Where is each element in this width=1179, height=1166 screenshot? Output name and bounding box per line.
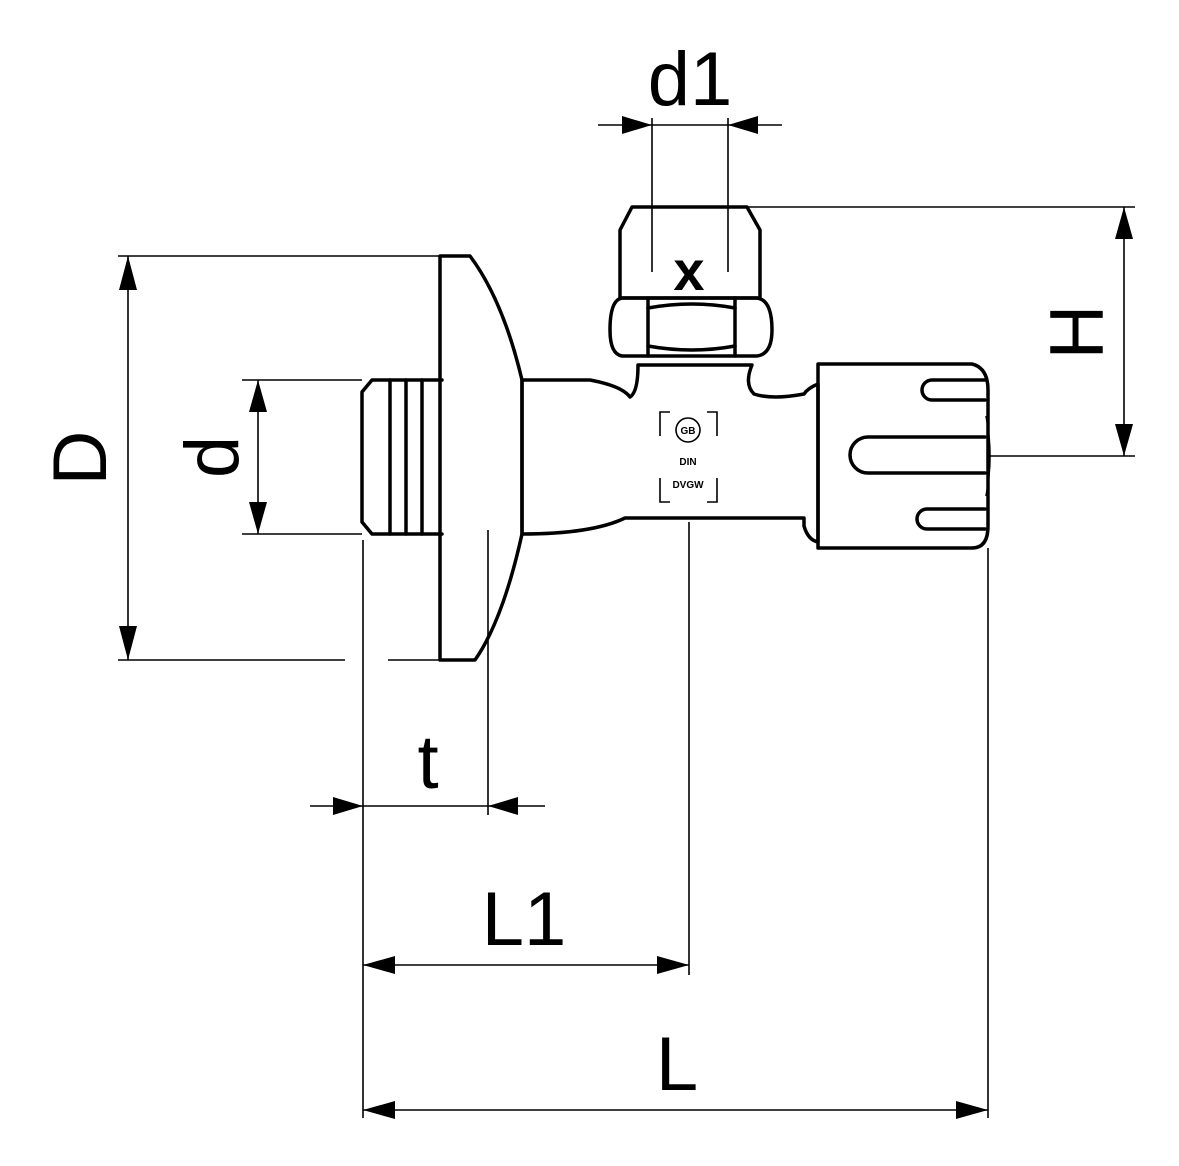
manufacturer-logo-icon <box>675 417 701 443</box>
label-H: H <box>1035 305 1120 360</box>
label-D: D <box>38 431 123 486</box>
hex-nut <box>608 296 774 358</box>
dvgw-marking: DVGW <box>672 480 704 491</box>
handwheel-knob <box>816 362 991 550</box>
label-x: x <box>673 239 704 302</box>
label-t: t <box>417 720 438 805</box>
dimension-H: H <box>745 206 1135 457</box>
logo-marking: GB <box>681 426 696 437</box>
label-L: L <box>656 1022 698 1107</box>
valve-housing <box>520 363 820 544</box>
label-d1: d1 <box>648 37 733 122</box>
dimension-d: d <box>170 379 362 535</box>
din-marking: DIN <box>679 457 696 468</box>
label-d: d <box>170 436 255 478</box>
threaded-spigot <box>360 378 444 536</box>
wall-flange <box>438 254 524 662</box>
dimension-d1: d1 <box>598 37 782 272</box>
dimension-D: D <box>38 255 440 661</box>
dimension-t: t <box>310 530 545 815</box>
body-markings: GB DIN DVGW <box>659 411 718 503</box>
label-L1: L1 <box>482 877 567 962</box>
dimension-L: L <box>363 548 989 1119</box>
dimension-L1: L1 <box>363 522 690 975</box>
